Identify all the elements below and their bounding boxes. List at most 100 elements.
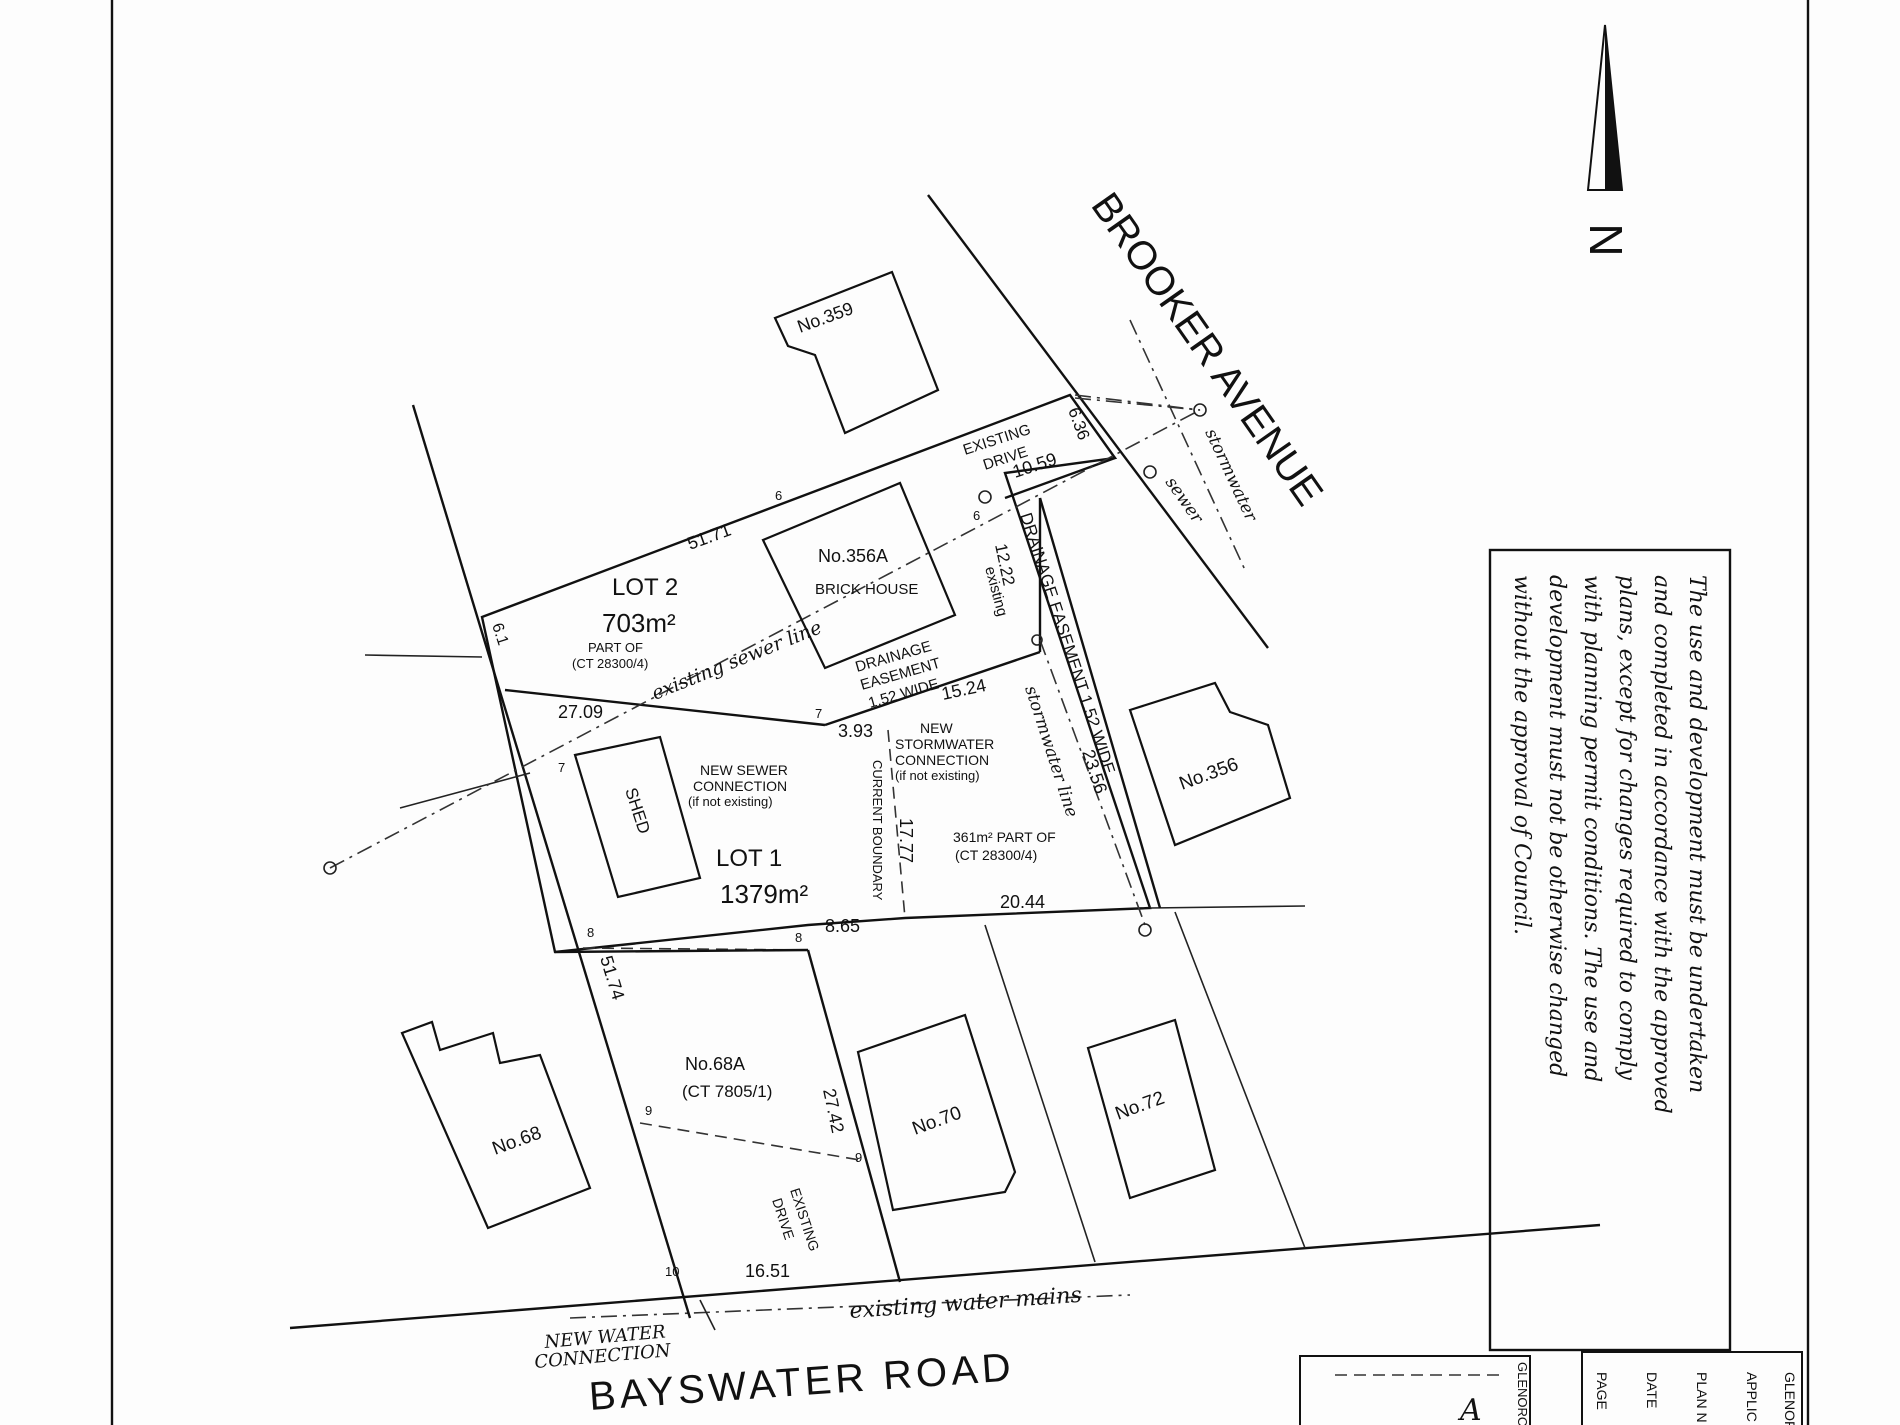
condition-line-1: The use and development must be undertak…: [1684, 575, 1709, 1093]
lot1-area: 1379m²: [720, 879, 808, 909]
easement-pit-icon: [1031, 634, 1043, 646]
building-no359: [773, 270, 940, 435]
new-stormwater-connection-label: NEW STORMWATER CONNECTION (if not existi…: [895, 720, 994, 783]
svg-text:(if not existing): (if not existing): [895, 768, 980, 783]
stamp-date: DATE: [1644, 1372, 1660, 1408]
part-area: 361m² PART OF: [953, 829, 1056, 845]
dim-17-77: 17.77: [896, 818, 916, 863]
dim-27-42: 27.42: [819, 1087, 848, 1135]
stormwater-line-label: stormwater line: [1020, 683, 1081, 820]
no356-south-boundary: [1149, 905, 1306, 909]
svg-text:(if not existing): (if not existing): [688, 794, 773, 809]
peg-8b: 8: [795, 930, 802, 945]
condition-line-2: and completed in accordance with the app…: [1649, 575, 1674, 1114]
dim-51-71: 51.71: [685, 520, 734, 554]
approval-stamp: GLENORCHY A PAGE DATE PLAN N APPLIC GLEN…: [1299, 1351, 1803, 1425]
stamp-a-letter: A: [1457, 1393, 1482, 1425]
brooker-avenue-kerb: [927, 194, 1269, 649]
no70-west-boundary: [806, 949, 902, 1283]
lot1-name: LOT 1: [716, 845, 782, 872]
dim-3-93: 3.93: [838, 721, 873, 741]
brooker-avenue-label: BROOKER AVENUE: [1083, 185, 1332, 514]
no72-label: No.72: [1113, 1088, 1168, 1125]
condition-line-3: plans, except for changes required to co…: [1614, 575, 1639, 1080]
new-sewer-connection-label: NEW SEWER CONNECTION (if not existing): [688, 762, 788, 809]
no68a-name: No.68A: [685, 1054, 745, 1074]
shed-label: SHED: [621, 785, 654, 836]
dim-20-44: 20.44: [1000, 892, 1045, 912]
building-shed: [573, 735, 702, 899]
no359-label: No.359: [795, 298, 856, 337]
lot2-part-of: PART OF: [588, 640, 643, 655]
water-connection-leader: [699, 1299, 716, 1331]
part-ct: (CT 28300/4): [955, 847, 1037, 863]
condition-line-4: with planning permit conditions. The use…: [1579, 575, 1604, 1082]
drainage-easement-label: DRAINAGE EASEMENT 1.52 WIDE: [853, 638, 942, 712]
stormwater-main-line: [1074, 394, 1201, 411]
sewer-point-west-icon: [323, 861, 337, 875]
no70-label: No.70: [910, 1103, 965, 1140]
dim-51-74: 51.74: [596, 953, 628, 1002]
peg-9b: 9: [855, 1150, 862, 1165]
dim-6-1: 6.1: [488, 621, 511, 648]
svg-text:NEW: NEW: [920, 720, 953, 736]
stamp-glenorchy: GLENORCHY: [1515, 1362, 1530, 1425]
stormwater-line-path: [1039, 639, 1146, 926]
no356-label: No.356: [1177, 754, 1242, 795]
no68a-ct: (CT 7805/1): [682, 1082, 772, 1101]
bayswater-road-kerb: [289, 1223, 1601, 1330]
lot2-ct: (CT 28300/4): [572, 656, 648, 671]
peg-8a: 8: [587, 925, 594, 940]
lot-division-north: [504, 688, 826, 727]
drive-pit-icon: [978, 490, 992, 504]
easement-inner-diag: [1038, 497, 1162, 909]
current-boundary-label: CURRENT BOUNDARY: [870, 760, 885, 901]
condition-line-6: without the approval of Council.: [1509, 575, 1534, 935]
sewer-label: sewer: [1161, 473, 1207, 527]
west-neighbour-boundary-2: [399, 772, 531, 809]
stamp-page: PAGE: [1594, 1372, 1610, 1410]
building-no356: [1128, 681, 1292, 847]
north-label: N: [1580, 223, 1632, 256]
current-boundary-line: [887, 729, 906, 919]
drainage-easement-vertical-label: DRAINAGE EASEMENT 1.52 WIDE: [1016, 510, 1119, 776]
no356a-label: No.356A: [818, 546, 888, 566]
brick-house-label: BRICK HOUSE: [815, 581, 918, 598]
peg-7a: 7: [815, 706, 822, 721]
no68a-division-line: [639, 1122, 861, 1161]
no68-label: No.68: [490, 1123, 545, 1160]
lot1-south-boundary: [554, 948, 809, 954]
peg-6b: 6: [973, 508, 980, 523]
no70-east-boundary: [984, 924, 1096, 1263]
existing-water-mains-label: existing water mains: [849, 1283, 1083, 1324]
svg-text:CONNECTION: CONNECTION: [895, 752, 989, 768]
no72-east-boundary: [1174, 911, 1306, 1249]
sewer-main-line: [1129, 319, 1246, 571]
existing-sewer-line: [329, 409, 1201, 869]
peg-9a: 9: [645, 1103, 652, 1118]
dim-16-51: 16.51: [745, 1261, 790, 1281]
stamp-glenor: GLENOR: [1782, 1372, 1798, 1425]
west-neighbour-boundary: [364, 654, 483, 658]
peg-6a: 6: [775, 488, 782, 503]
building-no356a: [761, 481, 957, 670]
svg-text:CONNECTION: CONNECTION: [693, 778, 787, 794]
stormwater-outlet-icon: [1138, 923, 1152, 937]
western-boundary-line: [411, 404, 692, 1319]
stamp-applic: APPLIC: [1744, 1372, 1760, 1422]
building-no70: [856, 1013, 1017, 1212]
dim-8-65: 8.65: [825, 916, 860, 936]
peg-7b: 7: [558, 760, 565, 775]
sewer-pit-icon: [1143, 465, 1157, 479]
stamp-plan-no: PLAN N: [1694, 1372, 1710, 1423]
water-mains-line: [569, 1294, 1131, 1319]
lot2-name: LOT 2: [612, 574, 678, 601]
easement-top-line: [1004, 456, 1116, 500]
svg-text:NEW SEWER: NEW SEWER: [700, 762, 788, 778]
stormwater-pit-icon: [1193, 403, 1207, 417]
svg-text:STORMWATER: STORMWATER: [895, 736, 994, 752]
north-arrow-icon: N: [1580, 24, 1632, 257]
lot-division-east: [824, 650, 1041, 727]
